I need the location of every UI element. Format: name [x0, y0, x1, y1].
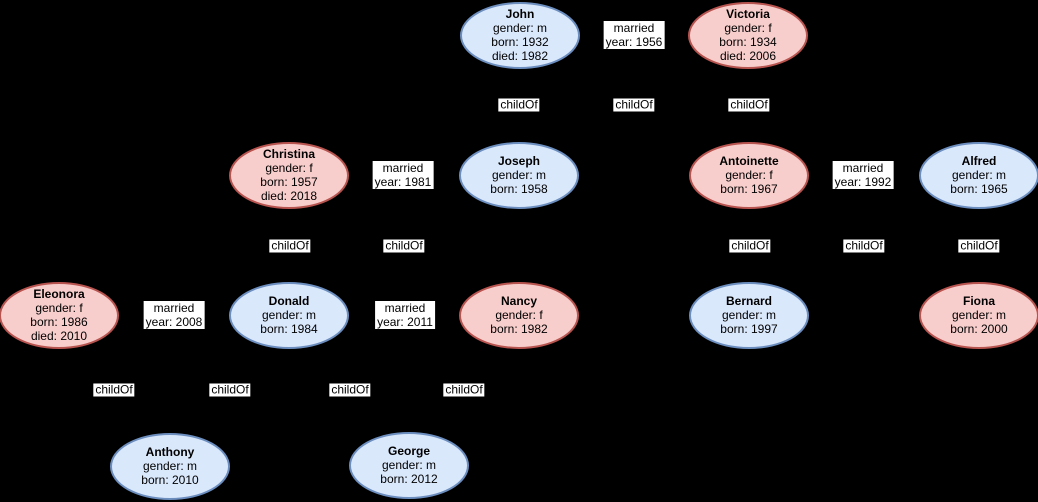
- edge-label-line: childOf: [845, 238, 883, 253]
- person-attribute: gender: m: [951, 168, 1007, 182]
- person-attribute: born: 1957: [260, 175, 318, 189]
- person-attribute: born: 2000: [950, 322, 1008, 336]
- edge-label-childof[interactable]: childOf: [443, 382, 485, 397]
- edge-label-childof[interactable]: childOf: [269, 238, 311, 253]
- person-attribute: born: 1984: [260, 322, 318, 336]
- edge-label-childof[interactable]: childOf: [728, 97, 770, 112]
- person-name: Anthony: [145, 445, 195, 459]
- edge-label-line: married: [153, 301, 195, 315]
- edge-label-line: childOf: [271, 238, 309, 253]
- person-attribute: died: 2018: [260, 189, 318, 203]
- person-attribute: gender: m: [492, 21, 548, 35]
- edge-label-childof[interactable]: childOf: [729, 238, 771, 253]
- edge-label-line: childOf: [211, 382, 249, 397]
- person-attribute: born: 1986: [30, 315, 88, 329]
- edge-label-line: childOf: [730, 97, 768, 112]
- edge-label-childof[interactable]: childOf: [93, 382, 135, 397]
- person-name: Nancy: [500, 294, 538, 308]
- person-name: Bernard: [725, 294, 772, 308]
- person-attribute: died: 1982: [491, 49, 549, 63]
- edge-label-line: married: [384, 301, 426, 315]
- person-name: Fiona: [963, 294, 995, 308]
- person-attribute: born: 2012: [380, 472, 438, 486]
- edge-label-line: childOf: [95, 382, 133, 397]
- person-attribute: died: 2006: [719, 49, 777, 63]
- edge-label-childof[interactable]: childOf: [209, 382, 251, 397]
- person-attribute: gender: f: [265, 161, 313, 175]
- person-attribute: born: 1932: [491, 35, 549, 49]
- person-name: Christina: [262, 147, 315, 161]
- edge-label-line: year: 2011: [377, 315, 433, 329]
- edge-label-childof[interactable]: childOf: [843, 238, 885, 253]
- person-attribute: gender: m: [381, 458, 437, 472]
- person-name: Victoria: [726, 7, 770, 21]
- edge-label-childof[interactable]: childOf: [383, 238, 425, 253]
- edge-label-childof[interactable]: childOf: [958, 238, 1000, 253]
- person-attribute: gender: m: [951, 308, 1007, 322]
- person-attribute: born: 1958: [490, 182, 548, 196]
- person-attribute: gender: f: [725, 168, 773, 182]
- person-attribute: gender: m: [491, 168, 547, 182]
- edge-label-line: childOf: [331, 382, 369, 397]
- edge-label-line: childOf: [500, 97, 538, 112]
- edge-label-childof[interactable]: childOf: [498, 97, 540, 112]
- edge-label-line: childOf: [445, 382, 483, 397]
- person-attribute: gender: m: [721, 308, 777, 322]
- person-name: Alfred: [961, 154, 997, 168]
- edge-label-line: year: 1992: [834, 175, 892, 189]
- edge-label-childof[interactable]: childOf: [329, 382, 371, 397]
- edge-label-line: year: 2008: [145, 315, 203, 329]
- person-attribute: born: 1982: [490, 322, 548, 336]
- person-name: Eleonora: [33, 287, 85, 301]
- person-attribute: born: 1967: [720, 182, 778, 196]
- person-attribute: born: 1997: [720, 322, 778, 336]
- person-attribute: gender: m: [142, 459, 198, 473]
- edge-label-line: married: [842, 161, 884, 175]
- person-attribute: born: 2010: [141, 473, 199, 487]
- person-attribute: gender: f: [495, 308, 543, 322]
- edge-label-line: married: [613, 21, 655, 35]
- person-name: Donald: [268, 294, 310, 308]
- person-attribute: born: 1934: [719, 35, 777, 49]
- person-attribute: died: 2010: [30, 329, 88, 343]
- edge-label-line: childOf: [385, 238, 423, 253]
- person-name: John: [505, 7, 535, 21]
- edge-label-line: childOf: [615, 97, 653, 112]
- person-name: George: [387, 444, 430, 458]
- edge-label-line: year: 1956: [605, 35, 663, 49]
- person-attribute: born: 1965: [950, 182, 1008, 196]
- person-name: Antoinette: [719, 154, 779, 168]
- edge-label-line: married: [382, 161, 424, 175]
- edge-label-line: childOf: [960, 238, 998, 253]
- person-attribute: gender: f: [35, 301, 83, 315]
- person-attribute: gender: f: [724, 21, 772, 35]
- edge-label-line: childOf: [731, 238, 769, 253]
- person-name: Joseph: [497, 154, 540, 168]
- person-attribute: gender: m: [261, 308, 317, 322]
- edge-label-line: year: 1981: [374, 175, 432, 189]
- edge-label-childof[interactable]: childOf: [613, 97, 655, 112]
